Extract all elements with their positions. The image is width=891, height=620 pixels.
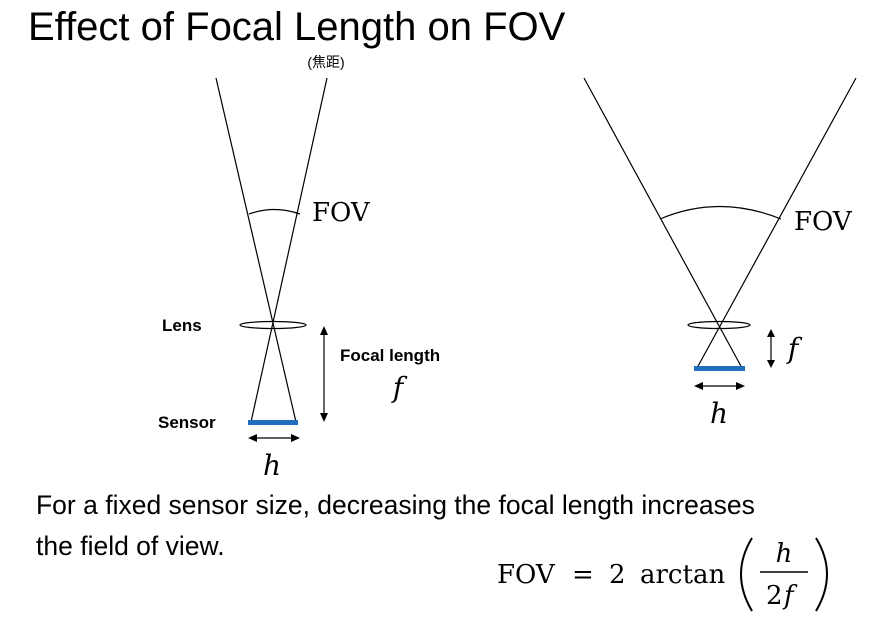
formula-lhs: FOV — [497, 560, 556, 590]
left-sensor-arrow-head-left — [248, 434, 257, 442]
left-ray-left — [215, 77, 297, 423]
right-fov-arc — [659, 205, 782, 220]
right-sensor-symbol: h — [710, 397, 728, 430]
formula-right-paren — [815, 537, 828, 612]
right-ray-right — [696, 77, 857, 369]
right-ray-left — [583, 77, 743, 369]
right-fov-label: FOV — [794, 207, 853, 237]
right-sensor-arrow-head-left — [694, 382, 703, 390]
formula-function: arctan — [640, 560, 725, 590]
formula-left-paren — [740, 537, 753, 612]
focal-length-label: Focal length — [340, 346, 440, 365]
fov-formula: FOV = 2 arctan h 2 f — [497, 537, 828, 612]
formula-coefficient: 2 — [609, 560, 626, 590]
right-sensor — [694, 366, 745, 371]
left-focal-arrow-head-bottom — [320, 413, 328, 422]
slide-title: Effect of Focal Length on FOV — [28, 5, 566, 49]
left-fov-label: FOV — [312, 198, 371, 228]
left-sensor-arrow-head-right — [291, 434, 300, 442]
right-diagram — [583, 77, 857, 390]
caption-line-1: For a fixed sensor size, decreasing the … — [36, 490, 755, 520]
left-sensor — [248, 420, 298, 425]
right-focal-arrow-head-top — [767, 329, 775, 337]
left-lens — [239, 320, 307, 330]
formula-equals: = — [572, 560, 594, 590]
right-lens — [687, 320, 751, 330]
left-sensor-symbol: h — [263, 449, 281, 482]
left-diagram — [215, 77, 328, 442]
formula-denominator-coef: 2 — [766, 581, 783, 611]
left-focal-arrow-head-top — [320, 326, 328, 335]
right-sensor-arrow-head-right — [736, 382, 745, 390]
focal-length-annotation: (焦距) — [307, 54, 344, 70]
right-focal-symbol: f — [786, 332, 803, 365]
formula-denominator-var: f — [782, 581, 798, 611]
sensor-label: Sensor — [158, 413, 216, 432]
lens-label: Lens — [162, 316, 202, 335]
formula-numerator: h — [776, 539, 793, 569]
left-focal-symbol: f — [391, 371, 408, 404]
left-fov-arc — [248, 208, 301, 215]
left-ray-right — [250, 77, 328, 423]
caption-line-2: the field of view. — [36, 531, 225, 561]
right-focal-arrow-head-bottom — [767, 360, 775, 368]
